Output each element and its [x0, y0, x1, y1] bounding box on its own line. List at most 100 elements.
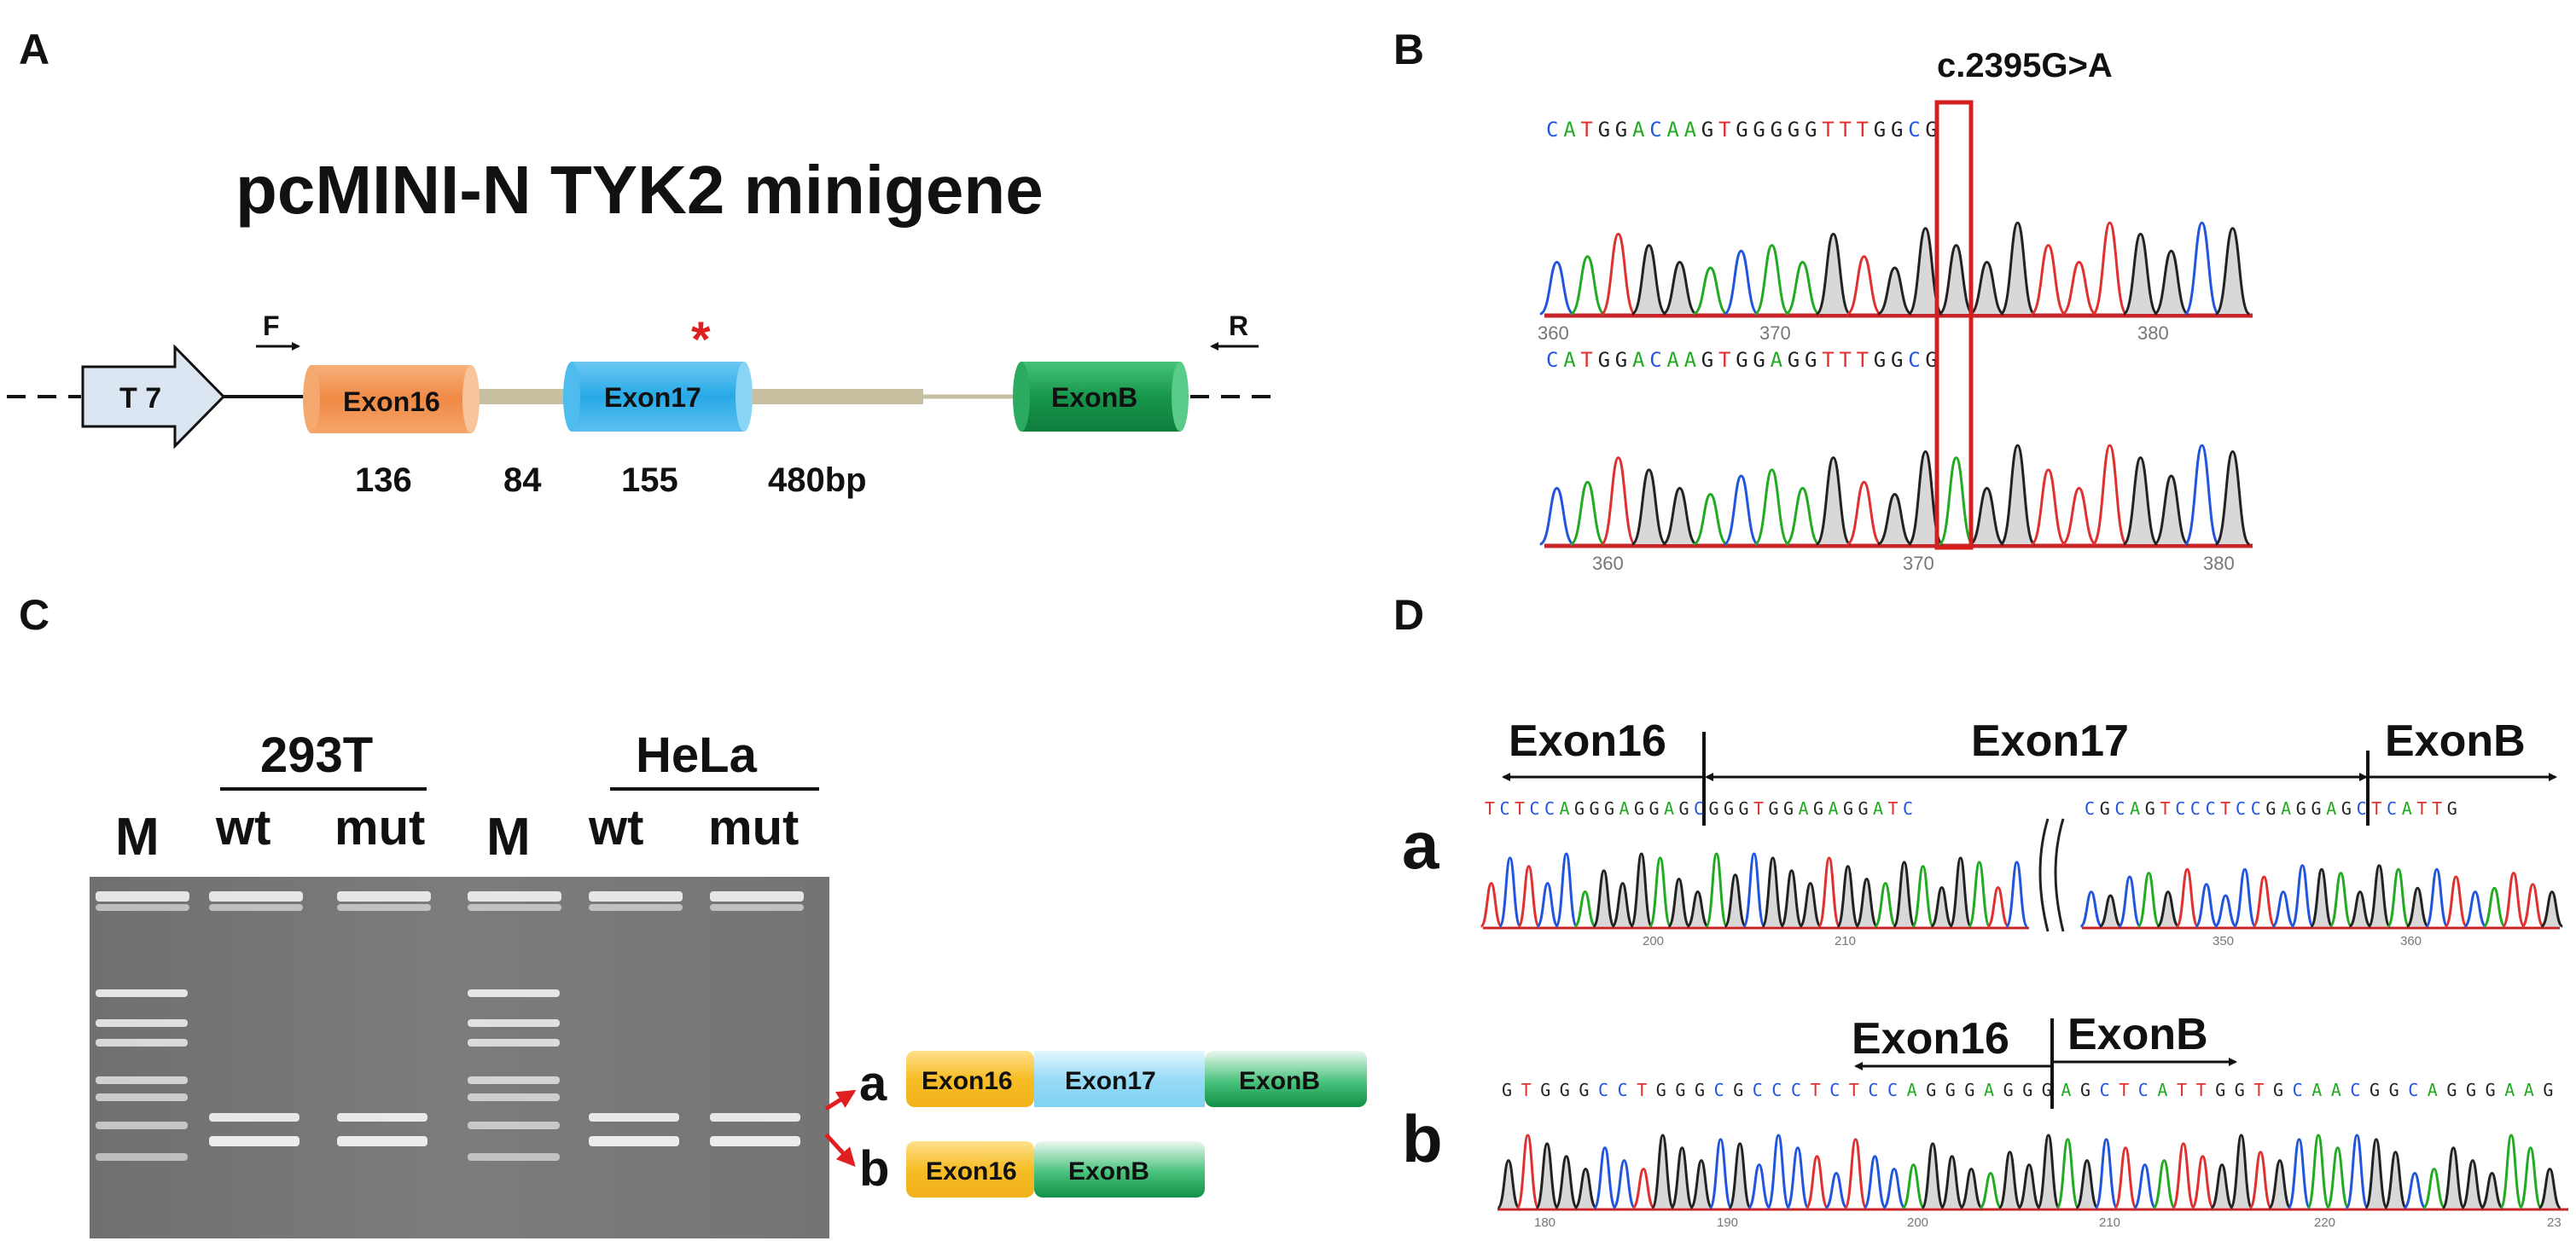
sequence-base: G: [2235, 1080, 2245, 1100]
sequence-base: G: [1769, 798, 1779, 819]
sequence-base: G: [1656, 1080, 1666, 1100]
sequence-base: G: [1649, 798, 1660, 819]
chromatogram-peak: [1785, 486, 1821, 546]
chromatogram-peak: [1824, 1171, 1848, 1209]
chromatogram-peak: [1997, 1151, 2022, 1209]
exon16-label: Exon16: [343, 386, 440, 417]
d-a-tick-200: 200: [1643, 934, 1664, 948]
sequence-base: A: [1664, 798, 1674, 819]
sequence-base: G: [2080, 1080, 2090, 1100]
chromatogram-peak: [1724, 873, 1747, 928]
d-a-tick-210: 210: [1835, 934, 1856, 948]
sequence-base: T: [2371, 798, 2381, 819]
chromatogram-peak: [1555, 852, 1579, 928]
gel-band: [209, 891, 303, 902]
chromatogram-peak: [2345, 1134, 2370, 1209]
band-b-label: b: [859, 1141, 889, 1197]
d-a-break-mark: [2038, 818, 2065, 932]
sequence-base: G: [2100, 798, 2110, 819]
band-a-label: a: [859, 1056, 887, 1111]
sequence-base: G: [1891, 118, 1903, 142]
sequence-base: C: [2100, 1080, 2110, 1100]
sequence-base: C: [1868, 1080, 1878, 1100]
chromatogram-peak: [1863, 1155, 1887, 1209]
lane-wt1: wt: [215, 800, 270, 855]
chromatogram-peak: [1693, 266, 1729, 316]
sequence-base: G: [1598, 118, 1610, 142]
sequence-base: T: [1718, 118, 1730, 142]
sequence-base: C: [1753, 1080, 1763, 1100]
sequence-base: A: [1873, 798, 1883, 819]
sequence-base: G: [1724, 798, 1734, 819]
d-a-tick-350: 350: [2213, 934, 2234, 948]
product-a-exon16: Exon16: [922, 1067, 1013, 1095]
chromatogram-peak: [1570, 480, 1606, 546]
sequence-base: G: [1788, 348, 1800, 372]
d-a-exon17: Exon17: [1971, 716, 2129, 766]
chromatogram-peak: [1874, 882, 1898, 928]
d-b-exon16: Exon16: [1852, 1014, 2009, 1064]
sequence-base: G: [1579, 1080, 1589, 1100]
sequence-base: G: [1695, 1080, 1705, 1100]
chromatogram-peak: [1911, 865, 1935, 928]
gel-band: [468, 989, 560, 997]
chromatogram-peak: [1921, 1142, 1945, 1209]
d-b-tick-220: 220: [2314, 1215, 2335, 1230]
chromatogram-peak: [2094, 1138, 2119, 1209]
chromatogram-peak: [1877, 492, 1913, 546]
chromatogram-peak: [2214, 227, 2251, 316]
chromatogram-peak: [1728, 1142, 1753, 1209]
chromatogram-peak: [2540, 890, 2564, 928]
chromatogram-peak: [1938, 456, 1974, 546]
chromatogram-peak: [2099, 894, 2122, 928]
sequence-base: G: [1615, 118, 1627, 142]
sequence-base: C: [1908, 118, 1920, 142]
sequence-base: C: [2138, 1080, 2149, 1100]
sequence-base: G: [1964, 1080, 1974, 1100]
chromatogram-peak: [2031, 244, 2067, 316]
sequence-base: T: [1718, 348, 1730, 372]
sequence-base: G: [1771, 118, 1782, 142]
panel-c: C 293T HeLa M wt mut M wt mut a b Exon16…: [19, 591, 1367, 1238]
sequence-base: C: [2175, 798, 2185, 819]
d-b-tick-190: 190: [1717, 1215, 1738, 1230]
chromatogram-peak: [2210, 1163, 2235, 1209]
sequence-base: G: [2022, 1080, 2032, 1100]
chromatogram-peak: [1662, 486, 1698, 546]
length-intron: 84: [503, 461, 542, 499]
sequence-base: G: [1736, 348, 1747, 372]
gel-band: [468, 1122, 560, 1129]
chromatogram-peak: [1999, 444, 2036, 546]
sequence-base: A: [1666, 118, 1679, 142]
mutation-label: c.2395G>A: [1937, 47, 2113, 84]
d-a-chromatogram-left: [1480, 852, 2029, 930]
chromatogram-peak: [1724, 249, 1759, 316]
mutation-highlight-box: [1934, 100, 1974, 550]
band-a-arrow: [824, 1089, 857, 1111]
chromatogram-peak: [2030, 468, 2067, 546]
chromatogram-peak: [2502, 872, 2526, 928]
lane-m2: M: [486, 808, 531, 867]
tick-top-380: 380: [2137, 322, 2169, 344]
chromatogram-peak: [1539, 486, 1575, 546]
sequence-base: G: [2215, 1080, 2225, 1100]
d-b-exonB: ExonB: [2067, 1010, 2208, 1059]
gel-band: [468, 1039, 560, 1047]
sequence-base: T: [2160, 798, 2171, 819]
gel-band: [337, 1136, 427, 1146]
sequence-base: G: [1925, 348, 1937, 372]
chromatogram-peak: [1662, 260, 1698, 316]
tick-bottom-370: 370: [1903, 553, 1934, 574]
sequence-base: A: [1984, 1080, 1994, 1100]
sequence-base: T: [1637, 1080, 1647, 1100]
chromatogram-peak: [1612, 1159, 1637, 1209]
sequence-base: G: [1805, 118, 1817, 142]
gel-band: [710, 904, 804, 911]
sequence-base: G: [1733, 1080, 1743, 1100]
mutation-asterisk: *: [691, 312, 711, 368]
chromatogram-peak: [2482, 886, 2507, 928]
sequence-base: C: [2236, 798, 2246, 819]
chromatogram-peak: [1817, 856, 1841, 928]
